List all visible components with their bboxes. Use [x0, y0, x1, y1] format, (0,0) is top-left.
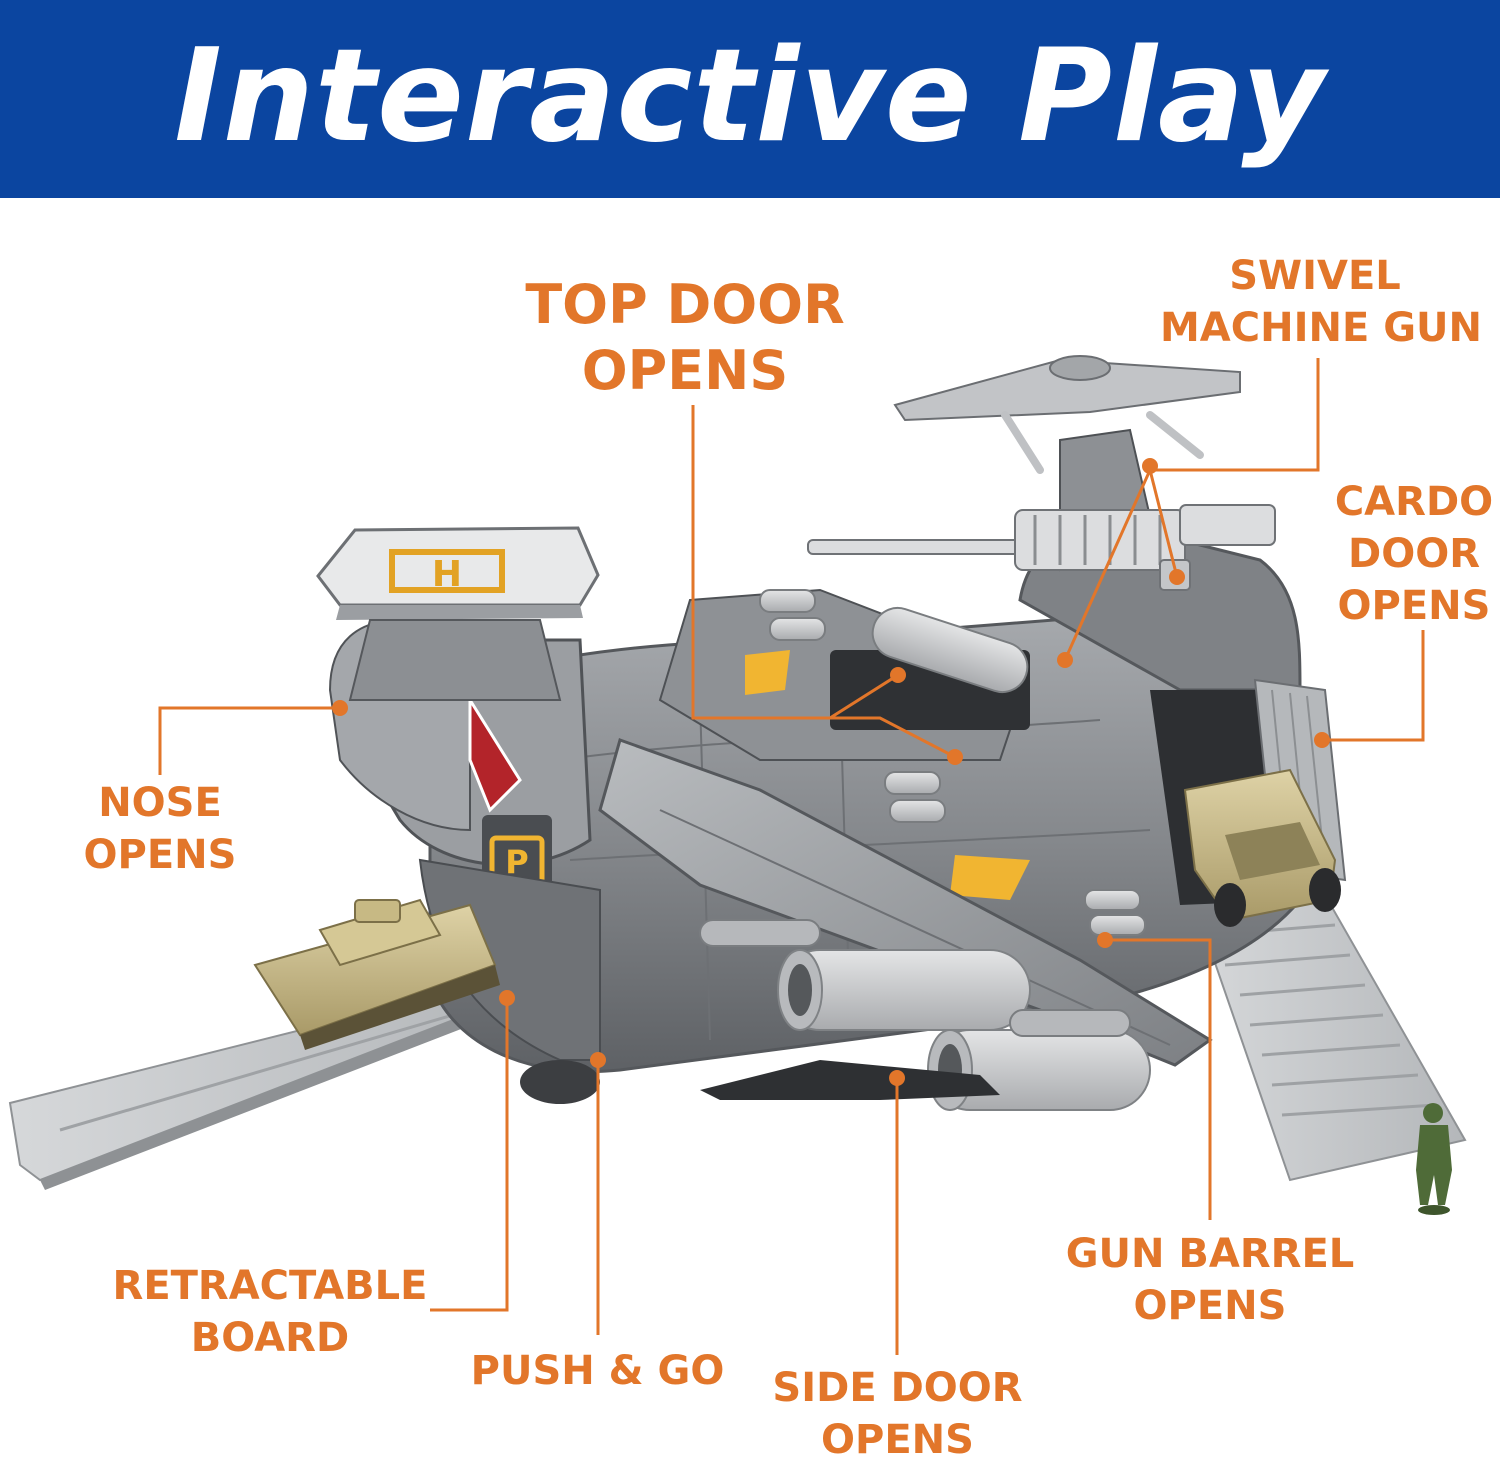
label-cargo-door: CARDO DOOR OPENS: [1330, 476, 1498, 632]
label-cargo-door-line3: OPENS: [1337, 583, 1491, 629]
svg-text:P: P: [505, 843, 528, 881]
label-nose-line2: OPENS: [83, 832, 237, 878]
label-cargo-door-line1: CARDO: [1334, 479, 1494, 525]
label-top-door-line2: OPENS: [581, 339, 789, 402]
label-nose-line1: NOSE: [98, 780, 222, 826]
label-gun-barrel-line1: GUN BARREL: [1065, 1231, 1355, 1277]
helipad: H: [316, 526, 600, 701]
label-cargo-door-line2: DOOR: [1347, 531, 1480, 577]
label-push-go-line1: PUSH & GO: [470, 1348, 725, 1394]
svg-text:H: H: [432, 554, 462, 595]
toy-soldier: [1416, 1103, 1452, 1215]
toy-humvee: [1183, 768, 1341, 927]
label-side-door-line2: OPENS: [821, 1417, 974, 1461]
label-gun-barrel: GUN BARREL OPENS: [1060, 1228, 1360, 1332]
title-banner: Interactive Play: [0, 0, 1500, 198]
label-top-door-line1: TOP DOOR: [525, 273, 845, 336]
label-retractable-line2: BOARD: [190, 1315, 350, 1361]
label-side-door: SIDE DOOR OPENS: [770, 1362, 1025, 1461]
banner-title: Interactive Play: [174, 22, 1326, 171]
toy-tank: [253, 898, 500, 1050]
label-swivel-gun-line1: SWIVEL: [1229, 253, 1401, 299]
label-retractable-line1: RETRACTABLE: [112, 1263, 428, 1309]
label-swivel-gun: SWIVEL MACHINE GUN: [1160, 250, 1482, 354]
label-swivel-gun-line2: MACHINE GUN: [1160, 305, 1482, 351]
label-top-door: TOP DOOR OPENS: [520, 272, 850, 404]
label-side-door-line1: SIDE DOOR: [772, 1365, 1023, 1411]
label-gun-barrel-line2: OPENS: [1133, 1283, 1287, 1329]
engines: [520, 919, 1151, 1111]
label-push-go: PUSH & GO: [470, 1345, 725, 1397]
retractable-board: [8, 983, 508, 1190]
label-nose: NOSE OPENS: [70, 777, 250, 881]
label-retractable-board: RETRACTABLE BOARD: [110, 1260, 430, 1364]
toy-airplane-illustration: P H: [8, 355, 1467, 1215]
